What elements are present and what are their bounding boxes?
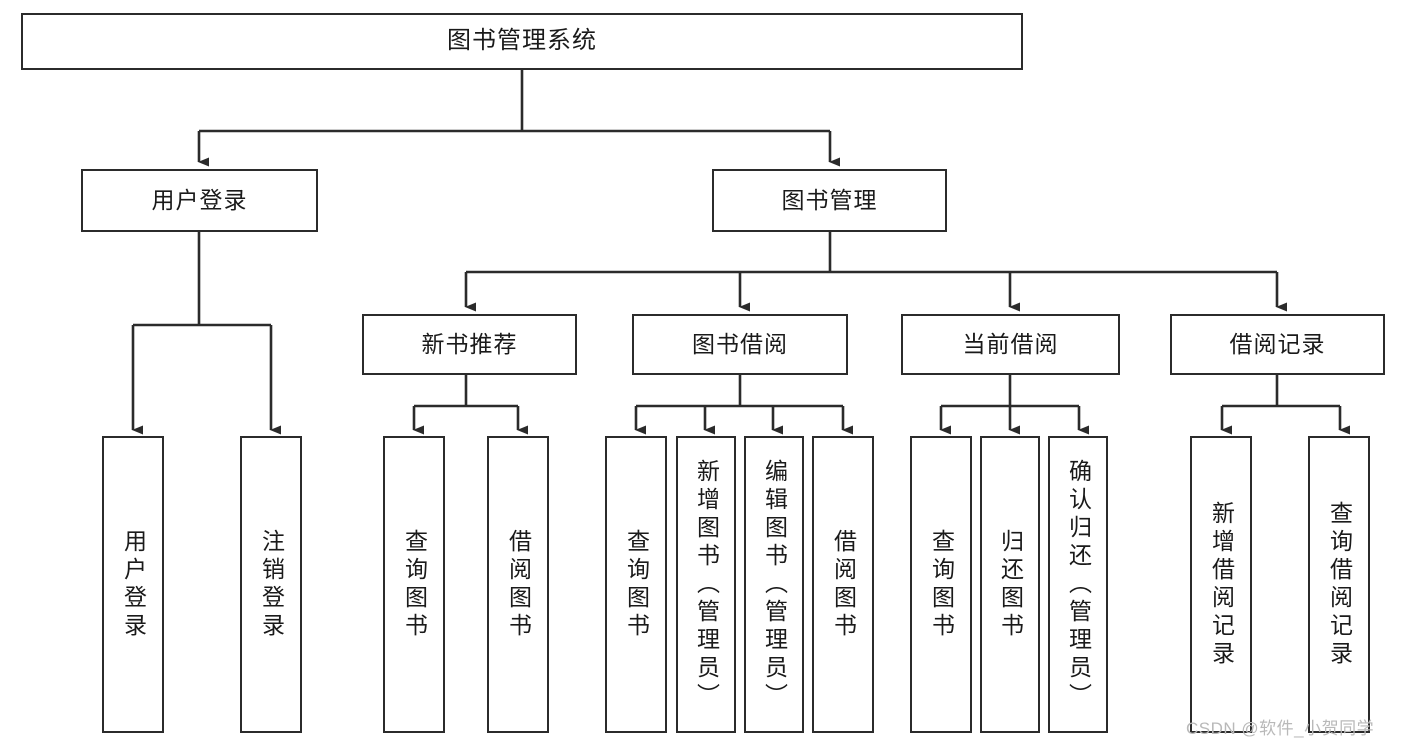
node-book-borrow[interactable]: 图书借阅 [632,314,848,375]
leaf-user-login[interactable]: 用户登录 [102,436,164,733]
node-label: 归还图书 [997,528,1024,641]
node-label: 查询图书 [401,528,428,641]
node-root-system[interactable]: 图书管理系统 [21,13,1023,70]
leaf-edit-book[interactable]: 编辑图书（管理员） [744,436,804,733]
node-label: 借阅图书 [505,528,532,641]
node-label: 用户登录 [120,528,147,641]
node-label: 借阅记录 [1229,330,1326,357]
node-label: 新增借阅记录 [1208,500,1235,669]
node-label: 借阅图书 [830,528,857,641]
node-label: 注销登录 [258,528,285,641]
node-label: 图书借阅 [692,330,788,357]
node-user-login[interactable]: 用户登录 [81,169,318,232]
node-borrow-record[interactable]: 借阅记录 [1170,314,1385,375]
node-label: 查询借阅记录 [1326,500,1353,669]
node-label: 编辑图书（管理员） [761,458,788,711]
node-current-borrow[interactable]: 当前借阅 [901,314,1120,375]
node-label: 查询图书 [623,528,650,641]
node-label: 当前借阅 [962,330,1059,357]
leaf-query-book-recommend[interactable]: 查询图书 [383,436,445,733]
node-new-book-recommend[interactable]: 新书推荐 [362,314,577,375]
node-label: 新书推荐 [421,330,518,357]
leaf-add-borrow-record[interactable]: 新增借阅记录 [1190,436,1252,733]
node-label: 查询图书 [928,528,955,641]
node-label: 图书管理系统 [447,27,597,55]
leaf-logout[interactable]: 注销登录 [240,436,302,733]
leaf-return-book[interactable]: 归还图书 [980,436,1040,733]
node-label: 新增图书（管理员） [693,458,720,711]
leaf-query-borrow-record[interactable]: 查询借阅记录 [1308,436,1370,733]
csdn-watermark: CSDN @软件_小贺同学 [1186,719,1375,738]
leaf-confirm-return[interactable]: 确认归还（管理员） [1048,436,1108,733]
leaf-add-book[interactable]: 新增图书（管理员） [676,436,736,733]
node-label: 图书管理 [781,186,878,213]
node-label: 用户登录 [151,186,248,213]
node-book-management[interactable]: 图书管理 [712,169,947,232]
leaf-query-book-borrow[interactable]: 查询图书 [605,436,667,733]
leaf-borrow-book[interactable]: 借阅图书 [812,436,874,733]
leaf-borrow-book-recommend[interactable]: 借阅图书 [487,436,549,733]
node-label: 确认归还（管理员） [1065,458,1092,711]
leaf-query-book-current[interactable]: 查询图书 [910,436,972,733]
